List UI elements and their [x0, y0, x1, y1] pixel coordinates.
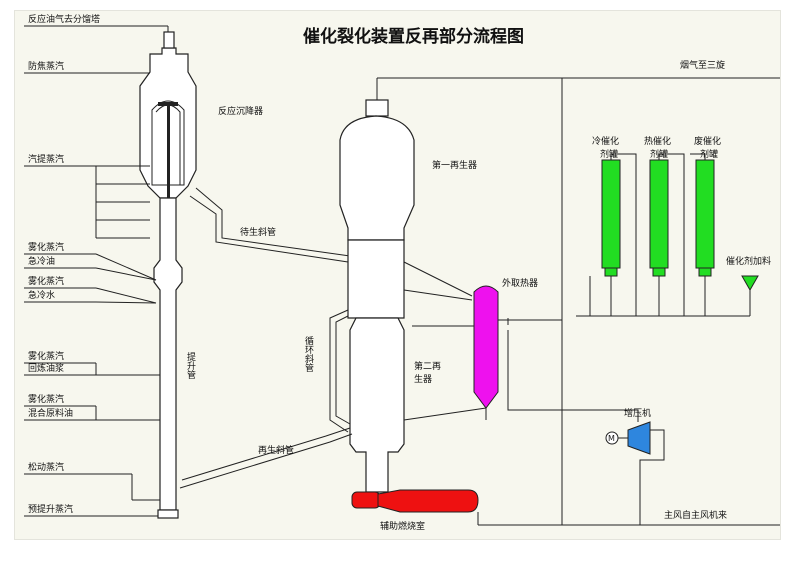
- label-hot-catalyst-hopper-2: 剂罐: [650, 148, 668, 160]
- label-booster: 增压机: [624, 407, 651, 419]
- second-regenerator: [349, 317, 405, 493]
- circulation-pipe: [329, 309, 351, 433]
- label-atomizing-steam-4: 雾化蒸汽: [28, 393, 64, 405]
- label-flue-gas: 烟气至三旋: [680, 59, 725, 71]
- label-stripping-steam: 汽提蒸汽: [28, 153, 64, 165]
- label-external-heater: 外取热器: [502, 277, 538, 289]
- label-reaction-gas: 反应油气去分馏塔: [28, 13, 100, 25]
- label-pre-lift-steam: 预提升蒸汽: [28, 503, 73, 515]
- svg-text:M: M: [608, 434, 615, 443]
- reactor-settler: [139, 31, 197, 205]
- label-catalyst-addition: 催化剂加料: [726, 255, 771, 267]
- label-anti-coke-steam: 防焦蒸汽: [28, 60, 64, 72]
- label-auxiliary-burner: 辅助燃烧室: [380, 520, 425, 532]
- label-cold-catalyst-hopper-1: 冷催化: [592, 135, 619, 147]
- label-atomizing-steam-1: 雾化蒸汽: [28, 241, 64, 253]
- label-spent-catalyst-hopper-1: 废催化: [694, 135, 721, 147]
- label-recycle-slurry: 回炼油浆: [28, 362, 64, 374]
- flue-gas-line: [376, 77, 780, 525]
- label-second-regenerator-2: 生器: [414, 373, 432, 385]
- label-mixed-feed-oil: 混合原料油: [28, 407, 73, 419]
- first-regenerator: [339, 99, 415, 319]
- left-input-lines: [24, 25, 169, 517]
- booster: M: [477, 330, 780, 526]
- label-hot-catalyst-hopper-1: 热催化: [644, 135, 671, 147]
- label-quench-water: 急冷水: [28, 289, 55, 301]
- label-quench-oil: 急冷油: [28, 255, 55, 267]
- label-fluffing-steam: 松动蒸汽: [28, 461, 64, 473]
- spent-standpipe: [189, 187, 351, 263]
- catalyst-addition-funnel: [741, 275, 759, 316]
- label-atomizing-steam-2: 雾化蒸汽: [28, 275, 64, 287]
- label-reactor-settler: 反应沉降器: [218, 105, 263, 117]
- auxiliary-burner: [351, 489, 479, 513]
- label-spent-catalyst-hopper-2: 剂罐: [700, 148, 718, 160]
- diagram-title: 催化裂化装置反再部分流程图: [303, 26, 524, 47]
- regen-standpipe: [179, 427, 353, 489]
- label-first-regenerator: 第一再生器: [432, 159, 477, 171]
- catalyst-hoppers: [498, 153, 750, 325]
- label-second-regenerator-1: 第二再: [414, 360, 441, 372]
- external-heater: [403, 261, 499, 421]
- label-riser: 提升管: [185, 352, 196, 379]
- label-regen-standpipe: 再生斜管: [258, 444, 294, 456]
- label-cold-catalyst-hopper-2: 剂罐: [600, 148, 618, 160]
- label-circulation-pipe: 循环斜管: [303, 335, 314, 372]
- label-main-air: 主风自主风机来: [664, 509, 727, 521]
- label-spent-standpipe: 待生斜管: [240, 226, 276, 238]
- label-atomizing-steam-3: 雾化蒸汽: [28, 350, 64, 362]
- riser: [153, 197, 183, 519]
